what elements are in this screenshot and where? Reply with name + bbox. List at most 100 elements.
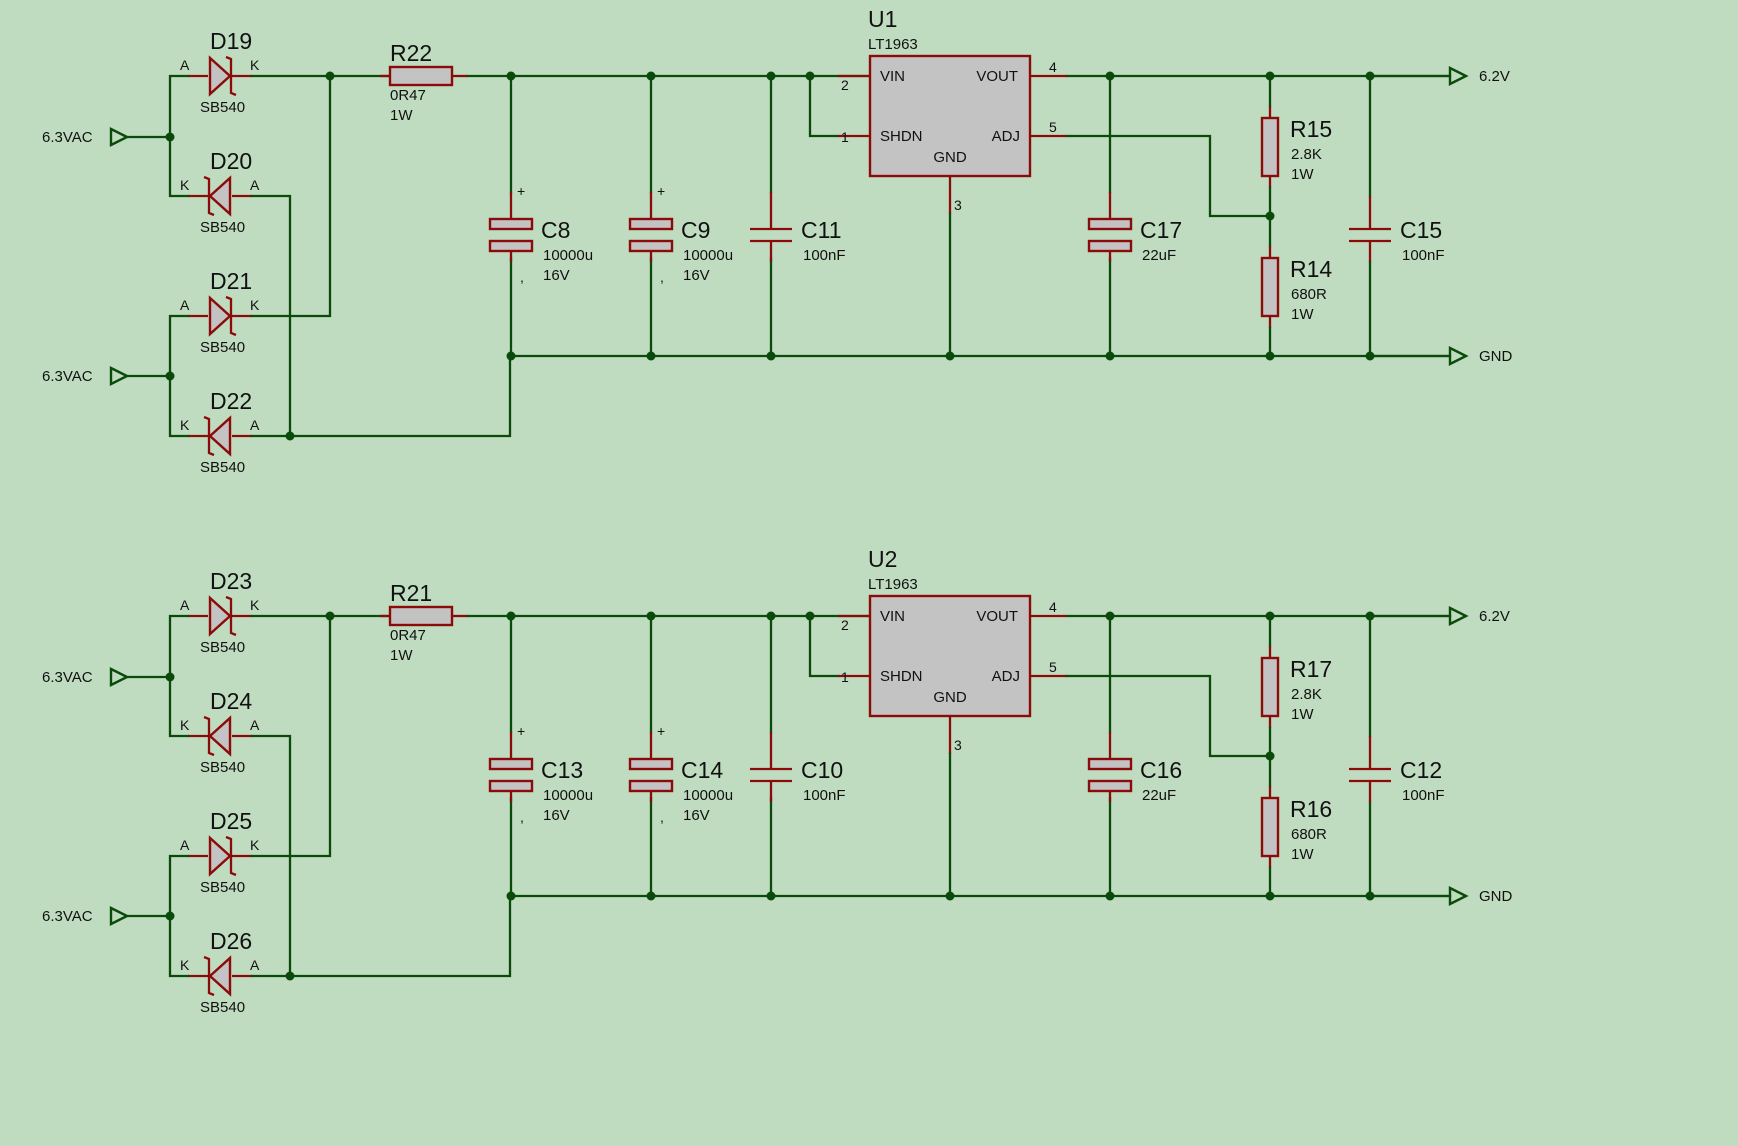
pin-name-adj: ADJ [992,668,1020,685]
diode-symbol-icon [208,955,232,997]
resistor-body [388,605,454,627]
junction-dot [945,891,955,901]
diode-ref: D21 [210,268,252,294]
pin-name-vout: VOUT [976,608,1018,625]
diode-value: SB540 [200,879,245,896]
capacitor-rating: 16V [683,807,710,824]
resistor-body [1260,796,1280,858]
minus-mark-icon: , [520,269,524,285]
output-net-label: GND [1479,888,1513,905]
capacitor-c12: C12 100nF [1349,611,1445,901]
output-net-label: GND [1479,348,1513,365]
junction-dot [285,971,295,981]
capacitor-ref: C15 [1400,217,1442,243]
diode-pin-right: K [250,297,260,313]
diode-value: SB540 [200,639,245,656]
minus-mark-icon: , [520,809,524,825]
capacitor-ref: C11 [801,217,842,243]
input-net-label: 6.3VAC [42,669,93,686]
output-arrow-icon [1448,886,1469,906]
diode-pin-left: A [180,297,190,313]
capacitor-value: 100nF [1402,787,1445,804]
pin-number: 2 [841,617,849,633]
input-arrow-icon [109,366,130,386]
wire [250,354,512,438]
capacitor-value: 22uF [1142,247,1176,264]
pin-number: 3 [954,197,962,213]
pin-number: 4 [1049,59,1057,75]
pin-name-shdn: SHDN [880,668,923,685]
minus-mark-icon: , [660,269,664,285]
cap-plate-negative [1087,779,1133,793]
junction-dot [805,611,815,621]
pin-name-vout: VOUT [976,68,1018,85]
cap-plate-positive [1087,757,1133,771]
junction-dot [766,71,776,81]
diode-bar [225,295,237,337]
capacitor-ref: C13 [541,757,583,783]
junction-dot [285,431,295,441]
regulator-ref: U1 [868,6,897,32]
resistor-rating: 1W [390,647,413,664]
diode-bar [225,55,237,97]
diode-ref: D20 [210,148,252,174]
resistor-rating: 1W [1291,706,1314,723]
capacitor-ref: C12 [1400,757,1442,783]
pin-name-adj: ADJ [992,128,1020,145]
diode-pin-left: K [180,957,190,973]
cap-plate-positive [628,217,674,231]
pin-name-gnd: GND [933,689,967,706]
wire [250,734,292,978]
diode-pin-left: A [180,57,190,73]
minus-mark-icon: , [660,809,664,825]
capacitor-ref: C9 [681,217,710,243]
resistor-body [1260,116,1280,178]
input-terminal: 6.3VAC [42,667,175,687]
capacitor-ref: C17 [1140,217,1182,243]
pin-name-vin: VIN [880,608,905,625]
junction-dot [646,891,656,901]
diode-bar [225,835,237,877]
diode-pin-right: A [250,717,260,733]
pin-number: 1 [841,669,849,685]
wire [250,74,332,318]
resistor-ref: R22 [390,40,432,66]
regulator-part: LT1963 [868,36,918,53]
diode-bar [203,955,215,997]
cap-plate-negative [1087,239,1133,253]
cap-plate-positive [628,757,674,771]
diode-symbol-icon [208,415,232,457]
wire [250,194,292,438]
capacitor-value: 10000u [683,247,733,264]
diode-symbol-icon [208,55,232,97]
diode-pin-right: K [250,57,260,73]
diode-ref: D24 [210,688,252,714]
wire [168,74,190,198]
output-net-label: 6.2V [1479,68,1510,85]
junction-dot [766,611,776,621]
diode-pin-left: A [180,837,190,853]
resistor-value: 2.8K [1291,686,1322,703]
capacitor-value: 10000u [543,247,593,264]
capacitor-ref: C14 [681,757,723,783]
junction-dot [506,71,516,81]
diode-pin-left: K [180,177,190,193]
junction-dot [646,351,656,361]
diode-value: SB540 [200,99,245,116]
capacitor-rating: 16V [683,267,710,284]
wire [250,614,332,858]
output-arrow-icon [1448,66,1469,86]
capacitor-ref: C10 [801,757,843,783]
diode-pin-right: K [250,597,260,613]
diode-value: SB540 [200,759,245,776]
